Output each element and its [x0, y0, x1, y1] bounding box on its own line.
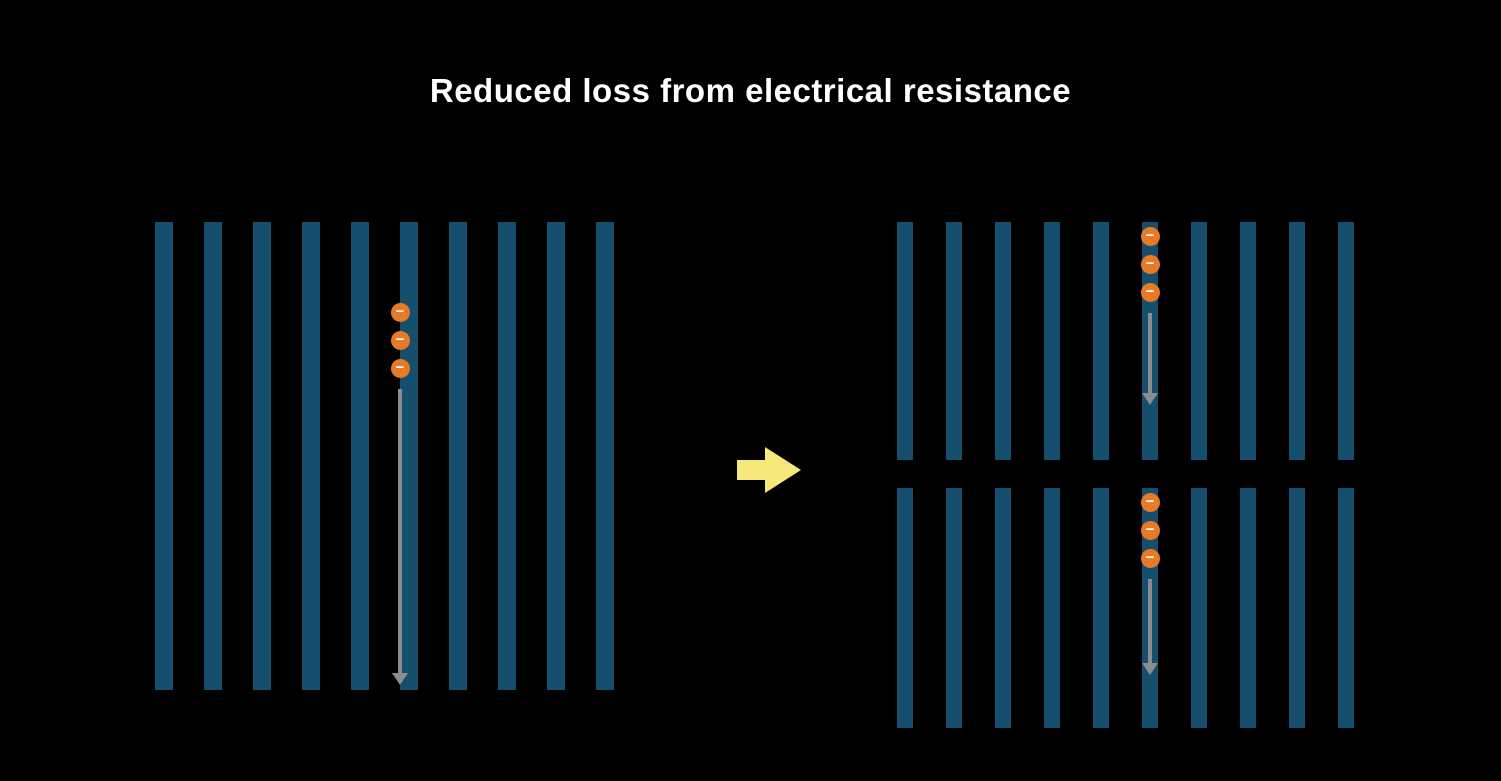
electrode-bar	[1338, 222, 1354, 460]
electron-icon: −	[1140, 255, 1160, 274]
electrode-bar	[204, 222, 222, 690]
electron-icon: −	[1140, 549, 1160, 568]
electron-group: − − −	[1140, 227, 1160, 311]
electrode-bars	[897, 488, 1354, 728]
electrode-bars	[155, 222, 614, 690]
flow-line	[398, 389, 402, 673]
electrode-bar	[1093, 222, 1109, 460]
electrode-bar	[1240, 488, 1256, 728]
electrode-bar	[596, 222, 614, 690]
flow-arrowhead-icon	[1142, 663, 1158, 675]
electron-icon: −	[390, 359, 410, 378]
electrode-bar	[1338, 488, 1354, 728]
panel-single-cell: − − −	[155, 222, 614, 690]
electrode-bar	[897, 222, 913, 460]
electron-icon: −	[1140, 493, 1160, 512]
panel-half-cell-top: − − −	[897, 222, 1354, 460]
right-arrow-icon	[737, 447, 801, 493]
electrode-bar	[946, 488, 962, 728]
electrode-bar	[1289, 222, 1305, 460]
electron-icon: −	[1140, 227, 1160, 246]
electrode-bar	[1191, 222, 1207, 460]
electrode-bar	[302, 222, 320, 690]
electron-icon: −	[390, 303, 410, 322]
diagram-title: Reduced loss from electrical resistance	[429, 72, 1072, 109]
electrode-bar	[1191, 488, 1207, 728]
electron-flow: − − −	[1140, 227, 1160, 405]
electrode-bar	[351, 222, 369, 690]
electron-icon: −	[1140, 521, 1160, 540]
electrode-bar	[1044, 488, 1060, 728]
electrode-bar	[547, 222, 565, 690]
electrode-bar	[1240, 222, 1256, 460]
electron-icon: −	[390, 331, 410, 350]
electron-flow: − − −	[1140, 493, 1160, 675]
electrode-bar	[155, 222, 173, 690]
flow-line	[1148, 313, 1152, 393]
electrode-bar	[995, 222, 1011, 460]
electrode-bar	[946, 222, 962, 460]
electrode-bar	[449, 222, 467, 690]
flow-arrowhead-icon	[392, 673, 408, 685]
flow-line	[1148, 579, 1152, 663]
electron-group: − − −	[390, 303, 410, 387]
electron-group: − − −	[1140, 493, 1160, 577]
electrode-bar	[253, 222, 271, 690]
electrode-bar	[1093, 488, 1109, 728]
electrode-bars	[897, 222, 1354, 460]
electrode-bar	[1044, 222, 1060, 460]
flow-arrowhead-icon	[1142, 393, 1158, 405]
electrode-bar	[498, 222, 516, 690]
electron-icon: −	[1140, 283, 1160, 302]
electrode-bar	[897, 488, 913, 728]
electrode-bar	[1289, 488, 1305, 728]
panel-half-cell-bottom: − − −	[897, 488, 1354, 728]
electrode-bar	[995, 488, 1011, 728]
electron-flow: − − −	[390, 303, 410, 685]
